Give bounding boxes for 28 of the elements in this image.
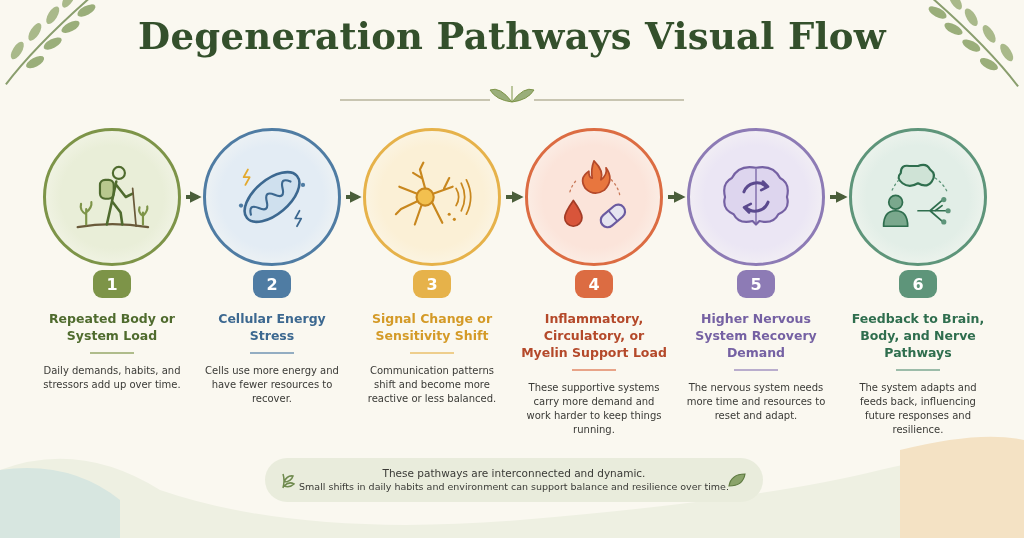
step-heading: Repeated Body or System Load <box>47 310 176 344</box>
step-description: The system adapts and feeds back, influencing future responses and resilience. <box>858 381 978 437</box>
step-column <box>520 128 668 437</box>
step-heading: Cellular Energy Stress <box>217 310 327 344</box>
note-text: Small shifts in daily habits and environment can support balance and resilience over time. <box>299 480 729 494</box>
diagram-title: Degeneration Pathways Visual Flow <box>137 14 888 58</box>
step-description: Communication patterns shift and become more reactive or less balanced. <box>366 364 498 406</box>
arrow <box>346 191 362 203</box>
step-heading: Feedback to Brain, Body, and Nerve Pathways <box>850 310 986 361</box>
step-description: The nervous system needs more time and resources to reset and adapt. <box>686 381 826 423</box>
step-heading: Signal Change or Sensitivity Shift <box>370 310 494 344</box>
step-number-badge: 2 <box>253 270 291 298</box>
step-heading: Higher Nervous System Recovery Demand <box>694 310 818 361</box>
note-banner <box>265 458 763 502</box>
note-text: These pathways are interconnected and dynamic. <box>382 466 646 480</box>
arrow <box>830 191 848 203</box>
arrow <box>186 191 202 203</box>
step-number-badge: 1 <box>93 270 131 298</box>
arrow <box>506 191 524 203</box>
step-description: Cells use more energy and have fewer resources to recover. <box>204 364 340 406</box>
step-number-badge: 5 <box>737 270 775 298</box>
step-description: Daily demands, habits, and stressors add up over time. <box>42 364 182 392</box>
arrow <box>668 191 686 203</box>
step-number-badge: 6 <box>899 270 937 298</box>
step-number-badge: 4 <box>575 270 613 298</box>
step-heading: Inflammatory, Circulatory, or Myelin Support Load <box>520 310 668 361</box>
step-number-badge: 3 <box>413 270 451 298</box>
step-description: These supportive systems carry more demand and work harder to keep things running. <box>525 381 663 437</box>
